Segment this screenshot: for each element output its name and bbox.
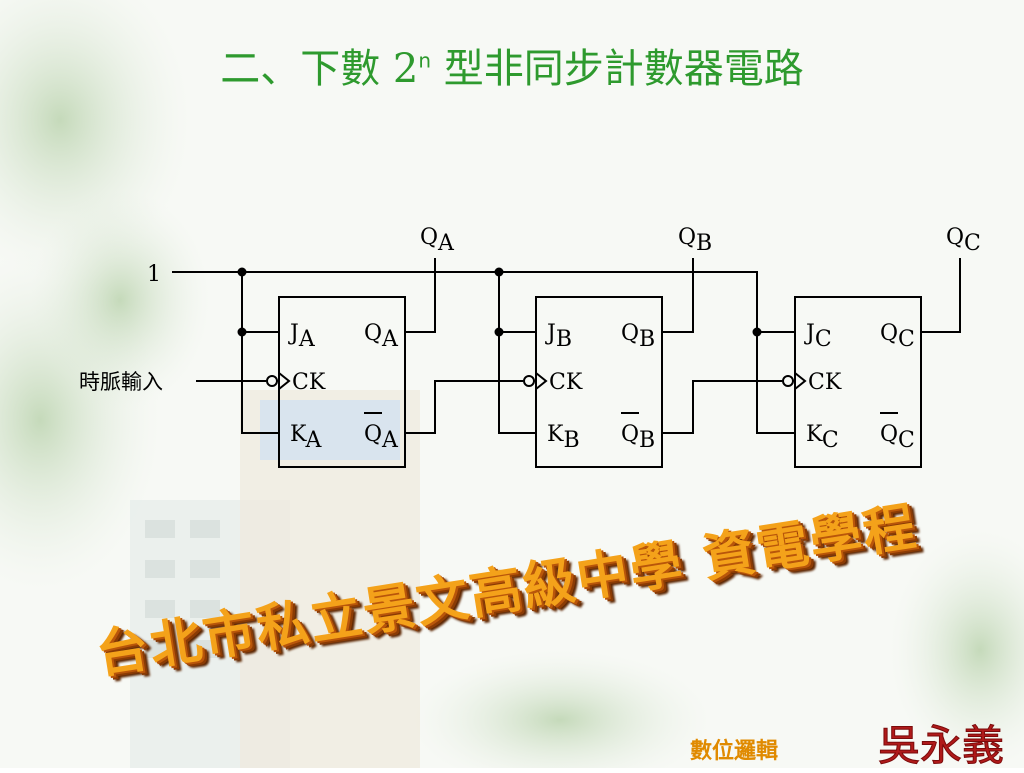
flipflop-a-box bbox=[278, 296, 406, 468]
wire-kc bbox=[756, 332, 795, 434]
clock-triangle-a bbox=[278, 372, 291, 390]
ff-b-k-label: KB bbox=[547, 422, 580, 453]
wire-qa-out bbox=[405, 258, 436, 333]
clock-triangle-c bbox=[794, 372, 807, 390]
wire-qabar-to-ckb bbox=[405, 380, 523, 434]
ff-c-qbar-label: QC bbox=[880, 422, 915, 453]
title-base: 2 bbox=[392, 46, 419, 92]
title-exponent: n bbox=[418, 48, 432, 73]
ff-b-q-label: QB bbox=[621, 321, 655, 352]
junction-dot bbox=[237, 327, 247, 337]
flipflop-c-box bbox=[794, 296, 922, 468]
junction-dot bbox=[237, 267, 247, 277]
title-prefix: 二、下數 bbox=[220, 46, 393, 92]
clock-input-label: 時脈輸入 bbox=[79, 370, 163, 394]
logic-one-line bbox=[172, 271, 758, 332]
ff-c-k-label: KC bbox=[806, 422, 839, 453]
clock-bubble-a bbox=[266, 375, 278, 387]
slide-title: 二、下數 2n 型非同步計數器電路 bbox=[0, 36, 1024, 94]
ff-c-q-label: QC bbox=[880, 321, 915, 352]
ff-b-qbar-label: QB bbox=[621, 422, 655, 453]
flipflop-b-box bbox=[535, 296, 663, 468]
author-name: 吳永義 bbox=[877, 721, 1005, 771]
junction-dot bbox=[752, 327, 762, 337]
clock-triangle-b bbox=[535, 372, 548, 390]
output-qb-label: QB bbox=[678, 225, 712, 256]
output-qc-label: QC bbox=[946, 225, 981, 256]
output-qa-label: QA bbox=[420, 225, 455, 256]
wire-qc-out bbox=[921, 258, 961, 333]
junction-dot bbox=[494, 327, 504, 337]
wire-ja bbox=[241, 272, 279, 434]
ff-c-ck-label: CK bbox=[808, 370, 842, 395]
course-name: 數位邏輯 bbox=[690, 739, 779, 764]
ff-a-k-label: KA bbox=[290, 422, 323, 453]
logic-one-label: 1 bbox=[147, 262, 161, 287]
clock-bubble-c bbox=[782, 375, 794, 387]
ff-c-j-label: JC bbox=[804, 321, 832, 352]
wire-qbbar-to-ckc bbox=[662, 380, 782, 434]
ff-a-qbar-label: QA bbox=[364, 422, 399, 453]
ff-b-ck-label: CK bbox=[549, 370, 583, 395]
title-suffix: 型非同步計數器電路 bbox=[431, 46, 804, 92]
ff-a-j-label: JA bbox=[288, 321, 316, 352]
ff-b-j-label: JB bbox=[545, 321, 572, 352]
clock-bubble-b bbox=[523, 375, 535, 387]
wire-jb bbox=[498, 272, 536, 434]
wire-qb-out bbox=[662, 258, 694, 333]
ff-a-ck-label: CK bbox=[292, 370, 326, 395]
ff-a-q-label: QA bbox=[364, 321, 399, 352]
junction-dot bbox=[494, 267, 504, 277]
